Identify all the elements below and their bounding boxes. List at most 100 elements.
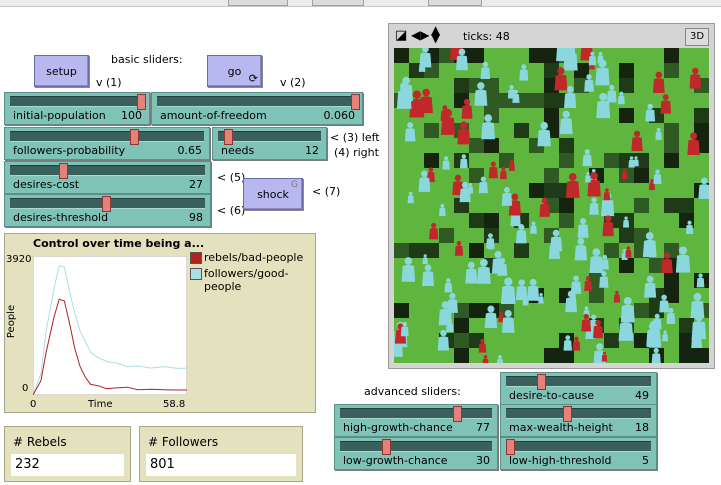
follower-agent: [538, 292, 544, 304]
world-patch: [394, 48, 409, 63]
follower-agent: [480, 61, 491, 80]
slider-track[interactable]: [340, 441, 492, 452]
slider-desires-cost[interactable]: desires-cost 27: [4, 161, 211, 194]
slider-low-growth-chance[interactable]: low-growth-chance 30: [334, 437, 498, 470]
world-patch: [664, 198, 679, 213]
follower-agent: [600, 254, 609, 270]
world-canvas[interactable]: [394, 48, 709, 363]
slider-label: low-growth-chance: [343, 454, 448, 467]
follower-agent: [478, 176, 488, 194]
shock-action-key: G: [291, 180, 298, 190]
world-patch: [514, 123, 529, 138]
toolbar-button[interactable]: [228, 0, 288, 6]
slider-thumb[interactable]: [562, 406, 572, 422]
follower-agent: [522, 294, 529, 306]
follower-agent: [617, 91, 625, 105]
slider-max-wealth-height[interactable]: max-wealth-height 18: [500, 404, 657, 437]
slider-track[interactable]: [10, 165, 205, 176]
slider-desires-threshold[interactable]: desires-threshold 98: [4, 194, 211, 227]
slider-track[interactable]: [157, 96, 357, 107]
world-patch: [484, 78, 499, 93]
slider-thumb[interactable]: [101, 196, 111, 212]
advanced-sliders-label: advanced sliders:: [364, 385, 461, 398]
slider-track[interactable]: [506, 408, 651, 419]
rebel-agent: [687, 132, 700, 155]
slider-value: 49: [635, 389, 649, 402]
slider-label: desires-cost: [13, 178, 80, 191]
slider-label: needs: [221, 144, 255, 157]
follower-agent: [477, 258, 491, 284]
slider-initial-population[interactable]: initial-population 100: [4, 92, 150, 125]
slider-track[interactable]: [10, 96, 144, 107]
slider-thumb[interactable]: [351, 94, 360, 110]
rebel-agent: [652, 71, 665, 93]
rebel-agent: [584, 276, 593, 291]
edit-icon[interactable]: ◪: [395, 28, 408, 43]
follower-agent: [642, 232, 657, 257]
follower-agent: [442, 156, 450, 170]
slider-thumb[interactable]: [381, 439, 391, 455]
world-patch: [544, 93, 559, 108]
slider-high-growth-chance[interactable]: high-growth-chance 77: [334, 404, 498, 437]
rebel-agent: [554, 67, 568, 91]
slider-amount-of-freedom[interactable]: amount-of-freedom 0.060: [151, 92, 363, 125]
world-patch: [544, 348, 559, 363]
slider-low-high-threshold[interactable]: low-high-threshold 5: [500, 437, 657, 470]
slider-thumb[interactable]: [536, 374, 546, 390]
world-patch: [664, 153, 679, 168]
slider-followers-probability[interactable]: followers-probability 0.65: [4, 127, 210, 160]
setup-button[interactable]: setup: [34, 55, 89, 87]
horizontal-wrap-icon[interactable]: ◀▶: [411, 28, 430, 42]
slider-desire-to-cause[interactable]: desire-to-cause 49: [500, 372, 657, 405]
follower-agent: [584, 74, 594, 92]
slider-track[interactable]: [10, 131, 204, 142]
go-button[interactable]: go ⟳: [207, 55, 262, 87]
follower-agent: [696, 273, 705, 288]
world-patch: [559, 348, 574, 363]
world-patch: [454, 318, 469, 333]
follower-agent: [653, 169, 662, 184]
slider-thumb[interactable]: [453, 406, 463, 422]
slider-track[interactable]: [340, 408, 492, 419]
follower-agent: [439, 203, 446, 216]
toolbar-button[interactable]: [312, 0, 364, 6]
slider-track[interactable]: [218, 131, 321, 142]
rebel-agent: [419, 88, 433, 114]
slider-thumb[interactable]: [506, 439, 516, 455]
slider-thumb[interactable]: [224, 129, 234, 145]
slider-thumb[interactable]: [58, 163, 68, 179]
note-5: < (5): [217, 171, 246, 184]
follower-agent: [565, 48, 576, 58]
rebel-agent: [601, 351, 608, 362]
plot-panel: Control over time being a... 3920 0 0 Ti…: [4, 233, 316, 413]
follower-agent: [559, 110, 573, 135]
slider-label: followers-probability: [13, 144, 126, 157]
rebel-agent: [603, 188, 611, 201]
world-patch: [664, 63, 679, 78]
slider-thumb[interactable]: [130, 129, 140, 145]
follower-agent: [399, 76, 413, 102]
shock-button[interactable]: shock G: [243, 178, 303, 210]
world-patch: [484, 213, 499, 228]
note-6: < (6): [217, 204, 246, 217]
slider-track[interactable]: [506, 441, 651, 452]
follower-agent: [404, 122, 416, 142]
follower-agent: [491, 251, 505, 274]
rebel-agent: [482, 355, 489, 363]
world-patch: [619, 63, 634, 78]
follower-agent: [481, 114, 496, 140]
three-d-button[interactable]: 3D: [685, 28, 709, 46]
slider-value: 12: [305, 144, 319, 157]
slider-label: desire-to-cause: [509, 389, 595, 402]
slider-track[interactable]: [506, 376, 651, 387]
slider-needs[interactable]: needs 12: [212, 127, 327, 160]
world-patch: [559, 153, 574, 168]
follower-agent: [690, 292, 705, 319]
world-patch: [604, 333, 619, 348]
toolbar-button[interactable]: [428, 0, 482, 6]
follower-agent: [577, 217, 589, 238]
vertical-wrap-icon[interactable]: ▲▼: [431, 23, 441, 45]
follower-agent: [620, 296, 635, 323]
slider-thumb[interactable]: [137, 94, 147, 110]
follower-agent: [537, 121, 551, 147]
